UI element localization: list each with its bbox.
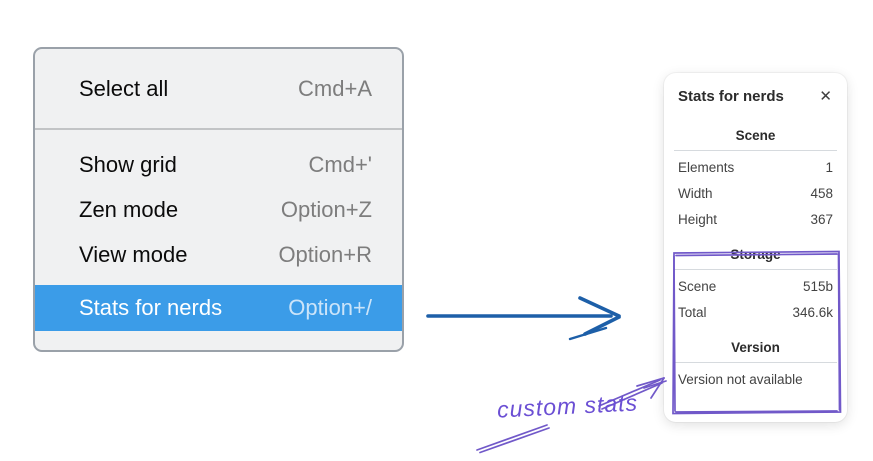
stat-value: 1 xyxy=(825,159,833,175)
stat-value: 346.6k xyxy=(792,304,833,320)
stat-row-elements: Elements 1 xyxy=(664,154,847,180)
menu-item-label: Zen mode xyxy=(79,196,179,222)
section-heading-storage: Storage xyxy=(730,247,781,262)
stat-value: 367 xyxy=(810,211,833,227)
section-divider xyxy=(674,362,837,363)
stat-row-height: Height 367 xyxy=(664,206,847,232)
menu-item-label: Stats for nerds xyxy=(79,295,223,320)
stat-row-total-storage: Total 346.6k xyxy=(664,299,847,325)
stat-label: Elements xyxy=(678,159,735,175)
section-heading-scene: Scene xyxy=(735,128,776,143)
menu-item-zen-mode[interactable]: Zen mode Option+Z xyxy=(35,187,402,232)
menu-item-label: View mode xyxy=(79,241,188,267)
menu-item-show-grid[interactable]: Show grid Cmd+' xyxy=(35,142,402,187)
section-divider xyxy=(674,269,837,270)
menu-item-label: Show grid xyxy=(79,151,177,177)
menu-divider xyxy=(35,128,402,130)
menu-item-shortcut: Option+R xyxy=(278,241,372,267)
menu-item-select-all[interactable]: Select all Cmd+A xyxy=(35,49,402,128)
section-divider xyxy=(674,150,837,151)
stat-label: Total xyxy=(678,304,707,320)
stats-panel-header: Stats for nerds ✕ xyxy=(664,73,847,105)
menu-item-shortcut: Option+/ xyxy=(288,295,372,320)
menu-item-view-mode[interactable]: View mode Option+R xyxy=(35,232,402,277)
stat-row-scene-storage: Scene 515b xyxy=(664,273,847,299)
custom-stats-annotation: custom stats xyxy=(496,389,639,423)
blue-arrow xyxy=(426,296,621,341)
menu-group: Show grid Cmd+' Zen mode Option+Z View m… xyxy=(35,130,402,331)
version-note: Version not available xyxy=(678,371,803,387)
section-heading-version: Version xyxy=(731,340,780,355)
stats-panel: Stats for nerds ✕ Scene Elements 1 Width… xyxy=(664,73,847,422)
menu-item-label: Select all xyxy=(79,75,169,101)
menu-item-shortcut: Cmd+' xyxy=(308,151,373,177)
stat-value: 515b xyxy=(802,278,833,294)
stat-label: Height xyxy=(678,211,718,227)
context-menu: Select all Cmd+A Show grid Cmd+' Zen mod… xyxy=(33,47,404,352)
menu-item-shortcut: Option+Z xyxy=(280,196,372,222)
stat-row-width: Width 458 xyxy=(664,180,847,206)
menu-item-shortcut: Cmd+A xyxy=(298,75,372,101)
stats-panel-title: Stats for nerds xyxy=(678,88,784,105)
stat-label: Scene xyxy=(678,278,717,294)
close-icon[interactable]: ✕ xyxy=(819,88,832,105)
menu-item-stats-for-nerds[interactable]: Stats for nerds Option+/ xyxy=(35,285,402,331)
stat-label: Width xyxy=(678,185,713,201)
stat-value: 458 xyxy=(810,185,833,201)
